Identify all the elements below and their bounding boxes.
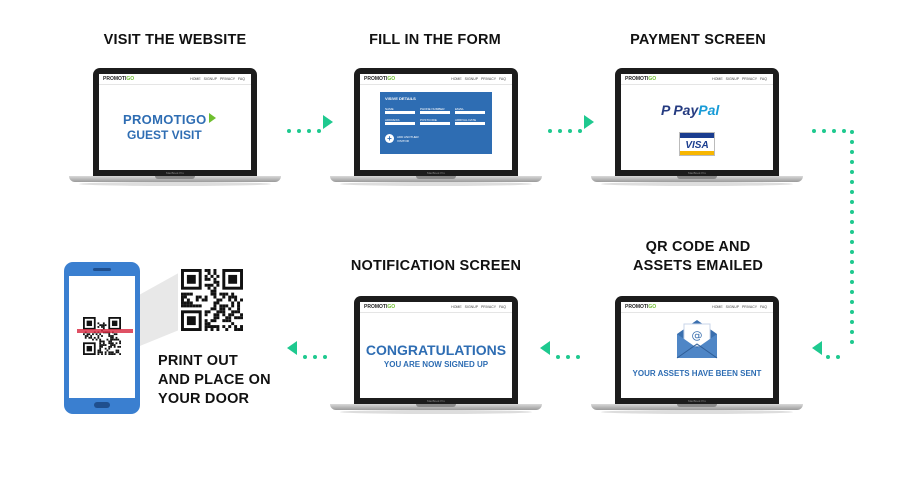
envelope-icon: @ xyxy=(676,320,718,359)
promotigo-logo: PROMOTIGO xyxy=(123,112,216,127)
connector-dot xyxy=(850,210,854,214)
form-input[interactable] xyxy=(420,111,450,114)
screen-notify: PROMOTIGO HOME SIGNUP PRIVACY FAQ CONGRA… xyxy=(360,302,512,398)
congratulations-headline: CONGRATULATIONS xyxy=(365,342,507,358)
connector-dot xyxy=(850,240,854,244)
connector-dot xyxy=(850,150,854,154)
nav-links: HOME SIGNUP PRIVACY FAQ xyxy=(190,77,245,81)
form-panel: VISIVE DETAILS NAME PHONE NUMBER EMAIL A… xyxy=(380,92,492,154)
step-title-visit: VISIT THE WEBSITE xyxy=(103,32,247,48)
connector-dots-5 xyxy=(556,346,586,359)
connector-dot xyxy=(850,290,854,294)
scan-line xyxy=(77,329,133,333)
arrow-left-icon xyxy=(812,341,822,355)
connector-dot xyxy=(850,320,854,324)
arrow-left-icon xyxy=(287,341,297,355)
connector-dot xyxy=(850,170,854,174)
email-message: YOUR ASSETS HAVE BEEN SENT xyxy=(632,369,762,378)
scan-beam xyxy=(130,270,184,350)
qr-code-icon xyxy=(178,266,246,334)
svg-text:@: @ xyxy=(692,329,703,342)
connector-dot xyxy=(850,270,854,274)
arrow-icon xyxy=(208,113,216,123)
signed-up-subline: YOU ARE NOW SIGNED UP xyxy=(383,360,489,369)
arrow-left-icon xyxy=(540,341,550,355)
laptop-notify: PROMOTIGO HOME SIGNUP PRIVACY FAQ CONGRA… xyxy=(330,296,542,416)
form-field-label: ARRIVAL DATE xyxy=(455,118,477,122)
screen-email: PROMOTIGO HOME SIGNUP PRIVACY FAQ @ YOUR… xyxy=(621,302,773,398)
form-field-label: EMAIL xyxy=(455,107,465,111)
step-title-payment: PAYMENT SCREEN xyxy=(630,32,766,48)
phone-qr-icon xyxy=(83,317,121,355)
phone-screen xyxy=(69,276,135,398)
connector-dots-2 xyxy=(548,120,588,133)
laptop-email: PROMOTIGO HOME SIGNUP PRIVACY FAQ @ YOUR… xyxy=(591,296,803,416)
visa-card[interactable]: VISA xyxy=(679,132,715,156)
step-title-form: FILL IN THE FORM xyxy=(369,32,501,48)
form-input[interactable] xyxy=(420,122,450,125)
form-input[interactable] xyxy=(455,111,485,114)
connector-dot xyxy=(850,330,854,334)
form-field-label: PHONE NUMBER xyxy=(420,107,445,111)
add-visitor-button[interactable]: + xyxy=(385,134,394,143)
connector-dot xyxy=(850,300,854,304)
form-heading: VISIVE DETAILS xyxy=(385,96,416,101)
connector-dot xyxy=(850,340,854,344)
connector-dot xyxy=(850,190,854,194)
connector-dots-1 xyxy=(287,120,327,133)
connector-dots-4 xyxy=(826,346,846,359)
paypal-p-icon: P xyxy=(661,102,671,118)
form-input[interactable] xyxy=(385,111,415,114)
form-field-label: ADDRESS xyxy=(385,118,400,122)
screen-visit: PROMOTIGO HOME SIGNUP PRIVACY FAQ PROMOT… xyxy=(99,74,251,170)
phone-icon xyxy=(64,262,140,414)
guest-visit-label: GUEST VISIT xyxy=(127,128,202,142)
step-title-notify: NOTIFICATION SCREEN xyxy=(350,258,522,274)
form-input[interactable] xyxy=(385,122,415,125)
connector-dot xyxy=(850,140,854,144)
laptop-brand-label: MacBook Pro xyxy=(426,399,445,403)
connector-dot xyxy=(850,130,854,134)
laptop-brand-label: MacBook Pro xyxy=(165,171,184,175)
connector-dot xyxy=(850,250,854,254)
form-field-label: POSTCODE xyxy=(420,118,437,122)
connector-dot xyxy=(850,230,854,234)
connector-dot xyxy=(850,220,854,224)
laptop-brand-label: MacBook Pro xyxy=(687,399,706,403)
connector-dots-6 xyxy=(303,346,333,359)
connector-dot xyxy=(850,260,854,264)
connector-dots-3 xyxy=(812,120,852,133)
laptop-visit: PROMOTIGO HOME SIGNUP PRIVACY FAQ PROMOT… xyxy=(69,68,281,188)
connector-dot xyxy=(850,160,854,164)
arrow-right-icon xyxy=(323,115,333,129)
form-input[interactable] xyxy=(455,122,485,125)
nav-logo: PROMOTIGO xyxy=(103,76,135,82)
laptop-brand-label: MacBook Pro xyxy=(687,171,706,175)
arrow-right-icon xyxy=(584,115,594,129)
connector-dot xyxy=(850,200,854,204)
add-visitor-label: ADD ANOTHER VISITOR xyxy=(397,135,419,143)
connector-dot xyxy=(850,280,854,284)
connector-dot xyxy=(850,180,854,184)
laptop-form: PROMOTIGO HOME SIGNUP PRIVACY FAQ VISIVE… xyxy=(330,68,542,188)
screen-form: PROMOTIGO HOME SIGNUP PRIVACY FAQ VISIVE… xyxy=(360,74,512,170)
connector-dot xyxy=(850,310,854,314)
laptop-brand-label: MacBook Pro xyxy=(426,171,445,175)
form-field-label: NAME xyxy=(385,107,394,111)
